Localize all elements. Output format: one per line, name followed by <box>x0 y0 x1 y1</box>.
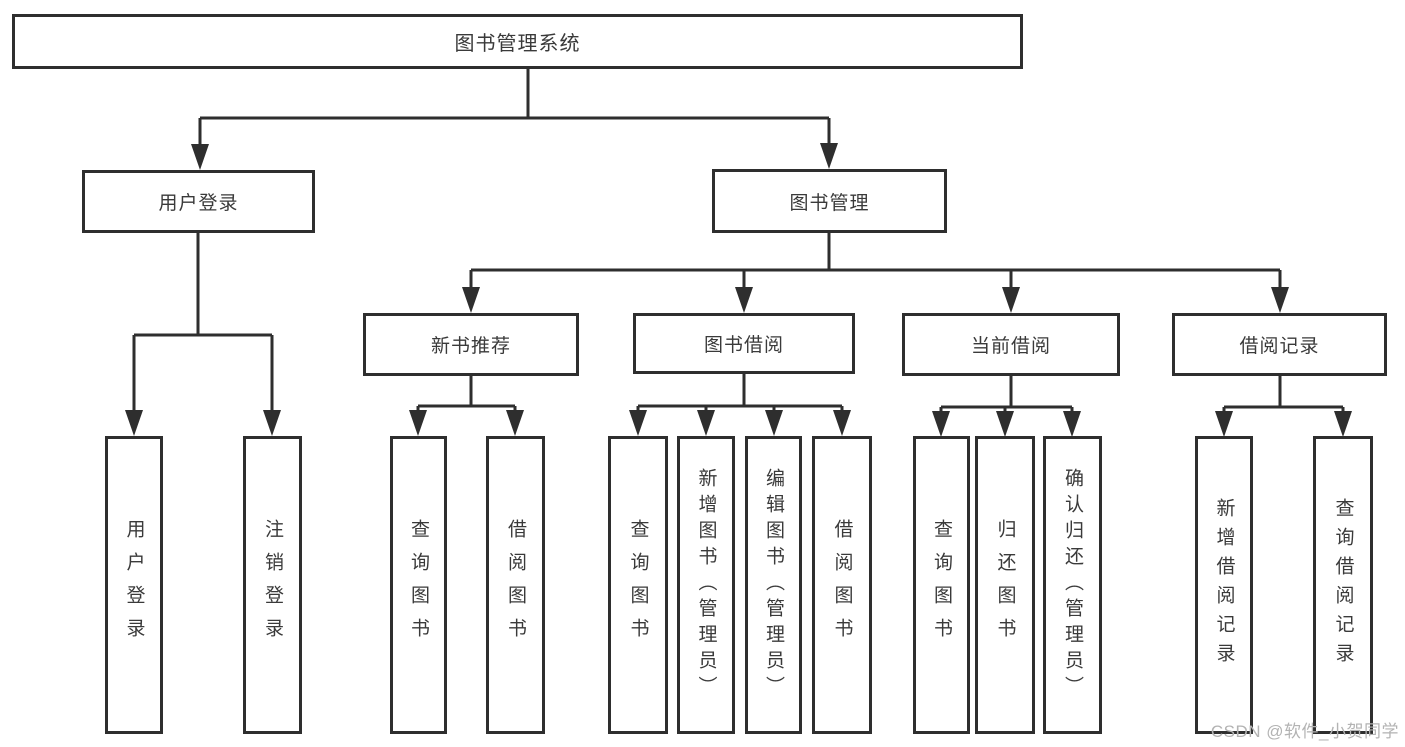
leaf-add-borrow-record: 新增借阅记录 <box>1195 436 1253 734</box>
node-current-borrow-label: 当前借阅 <box>970 336 1051 357</box>
node-book-management-label: 图书管理 <box>789 192 870 214</box>
leaf-borrow-books: 借阅图书 <box>812 436 872 734</box>
leaf-confirm-return-admin-label: 确认归还（管理员） <box>1062 468 1083 702</box>
leaf-borrow-books-label: 借阅图书 <box>831 519 853 651</box>
leaf-logout: 注销登录 <box>243 436 302 734</box>
leaf-current-query-books: 查询图书 <box>913 436 970 734</box>
node-current-borrow: 当前借阅 <box>902 313 1120 376</box>
connector-root-to-level2 <box>198 69 831 150</box>
leaf-borrow-query-books: 查询图书 <box>608 436 668 734</box>
leaf-add-books-admin-label: 新增图书（管理员） <box>695 468 717 702</box>
node-root: 图书管理系统 <box>12 14 1023 69</box>
connector-user-login-children <box>132 233 274 416</box>
leaf-borrow-query-books-label: 查询图书 <box>627 519 649 651</box>
leaf-query-borrow-record: 查询借阅记录 <box>1313 436 1373 734</box>
node-user-login: 用户登录 <box>82 170 315 233</box>
leaf-newbooks-borrow-books: 借阅图书 <box>486 436 545 734</box>
leaf-newbooks-query-books-label: 查询图书 <box>408 519 429 651</box>
node-borrow-records-label: 借阅记录 <box>1239 336 1320 357</box>
leaf-edit-books-admin-label: 编辑图书（管理员） <box>763 468 784 702</box>
leaf-return-books-label: 归还图书 <box>994 519 1016 651</box>
node-book-management: 图书管理 <box>712 169 947 233</box>
connector-book-mgmt-children <box>469 233 1282 293</box>
leaf-add-books-admin: 新增图书（管理员） <box>677 436 735 734</box>
node-new-book-recommend: 新书推荐 <box>363 313 579 376</box>
connector-current-borrow-children <box>939 376 1074 417</box>
leaf-add-borrow-record-label: 新增借阅记录 <box>1213 498 1235 672</box>
node-root-label: 图书管理系统 <box>454 33 581 55</box>
leaf-user-login-label: 用户登录 <box>123 519 145 651</box>
leaf-query-borrow-record-label: 查询借阅记录 <box>1332 498 1354 672</box>
leaf-newbooks-borrow-books-label: 借阅图书 <box>505 519 526 651</box>
node-user-login-label: 用户登录 <box>158 193 239 214</box>
leaf-edit-books-admin: 编辑图书（管理员） <box>745 436 802 734</box>
leaf-current-query-books-label: 查询图书 <box>931 519 952 651</box>
csdn-watermark: CSDN @软件_小贺同学 <box>1210 722 1399 741</box>
leaf-logout-label: 注销登录 <box>262 519 283 651</box>
leaf-confirm-return-admin: 确认归还（管理员） <box>1043 436 1102 734</box>
leaf-user-login: 用户登录 <box>105 436 163 734</box>
node-borrow-records: 借阅记录 <box>1172 313 1387 376</box>
connector-book-borrow-children <box>636 374 844 416</box>
connector-new-books-children <box>416 376 517 416</box>
arrowheads <box>125 143 1352 437</box>
leaf-return-books: 归还图书 <box>975 436 1035 734</box>
node-book-borrow: 图书借阅 <box>633 313 855 374</box>
connector-borrow-records-children <box>1222 376 1345 417</box>
node-book-borrow-label: 图书借阅 <box>703 335 784 356</box>
node-new-book-recommend-label: 新书推荐 <box>430 336 511 357</box>
leaf-newbooks-query-books: 查询图书 <box>390 436 447 734</box>
